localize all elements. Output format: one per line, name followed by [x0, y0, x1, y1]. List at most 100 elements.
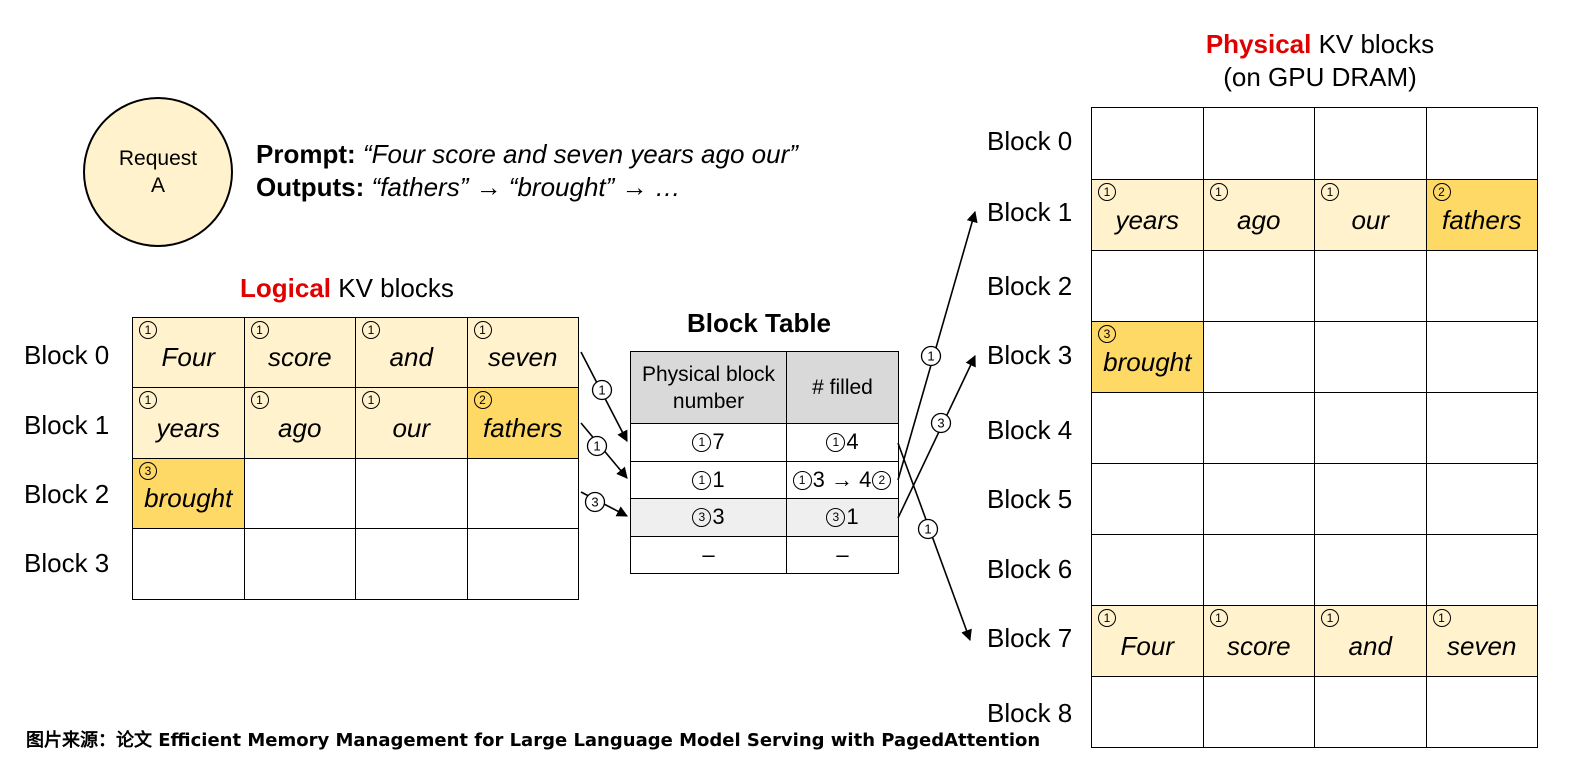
prompt-line: Prompt: “Four score and seven years ago … — [256, 139, 798, 170]
arrow-badge-label: 1 — [593, 439, 600, 454]
request-index-badge: 1 — [139, 391, 157, 409]
arrow-badge-label: 1 — [927, 349, 934, 364]
logical-kv-slot: 1 seven — [466, 317, 579, 388]
physical-kv-slot — [1091, 463, 1204, 535]
table-to-physical-arrow — [897, 442, 972, 642]
request-index-badge: 3 — [692, 508, 712, 528]
physical-row-label: Block 5 — [987, 484, 1073, 514]
physical-row-label: Block 3 — [987, 340, 1073, 370]
request-label-line1: Request — [118, 147, 198, 170]
logical-row-label: Block 0 — [24, 340, 110, 370]
outputs-label: Outputs: — [256, 172, 365, 202]
physical-kv-slot — [1202, 321, 1315, 393]
token-word: seven — [1447, 631, 1517, 661]
request-index-badge: 1 — [792, 470, 812, 490]
logical-kv-slot — [132, 528, 245, 600]
physical-number-value: 7 — [712, 429, 725, 455]
request-index-badge: 3 — [826, 508, 846, 528]
block-table-row: –– — [630, 535, 899, 574]
physical-kv-slot — [1202, 107, 1315, 180]
physical-kv-slot — [1425, 250, 1538, 322]
arrow-badge-circle — [930, 412, 952, 434]
physical-row-label: Block 0 — [987, 126, 1073, 156]
filled-count-value: 3 → 4 — [812, 466, 872, 492]
filled-count-value: – — [836, 541, 849, 567]
request-index-badge: 1 — [362, 321, 380, 339]
token-word: years — [156, 413, 221, 443]
logical-row-label: Block 1 — [24, 410, 110, 440]
physical-kv-slot: 1 seven — [1425, 605, 1538, 677]
physical-block-row — [1091, 250, 1538, 322]
token-word: ago — [278, 413, 322, 443]
block-table-filled-count: – — [786, 535, 899, 574]
physical-row-label: Block 1 — [987, 197, 1073, 227]
token-word: Four — [1120, 631, 1174, 661]
physical-number-value: – — [702, 541, 715, 567]
request-index-badge: 1 — [692, 470, 712, 490]
logical-kv-slot — [243, 528, 356, 600]
logical-title: Logical KV blocks — [240, 273, 454, 304]
arrow-badge-circle — [917, 518, 939, 540]
token-word: our — [1351, 205, 1390, 235]
request-index-badge: 1 — [1209, 183, 1228, 201]
request-index-badge: 1 — [1098, 609, 1116, 627]
token-word: ago — [1237, 205, 1281, 235]
logical-kv-slot: 1 years — [132, 387, 245, 459]
token-word: years — [1115, 205, 1180, 235]
physical-block-row — [1091, 107, 1538, 180]
logical-kv-slot — [355, 528, 468, 600]
request-index-badge: 2 — [872, 470, 892, 490]
physical-kv-slot — [1425, 107, 1538, 180]
physical-kv-slot — [1202, 676, 1315, 748]
physical-block-row — [1091, 534, 1538, 606]
prompt-text: “Four score and seven years ago our” — [362, 139, 798, 169]
filled-count-value: 1 — [846, 504, 859, 530]
physical-kv-slot — [1425, 392, 1538, 464]
physical-kv-slot — [1202, 392, 1315, 464]
token-word: seven — [488, 342, 558, 372]
request-index-badge: 2 — [473, 391, 492, 409]
physical-title-rest: KV blocks — [1311, 29, 1435, 59]
physical-kv-slot — [1314, 463, 1427, 535]
token-word: and — [1348, 631, 1392, 661]
arrow-badge-circle — [584, 491, 606, 513]
physical-block-row — [1091, 463, 1538, 535]
physical-row-label: Block 8 — [987, 698, 1073, 728]
arrow-badge-label: 1 — [598, 383, 605, 398]
request-index-badge: 1 — [1432, 609, 1451, 627]
logical-kv-slot — [355, 458, 468, 529]
request-index-badge: 1 — [1209, 609, 1228, 627]
source-caption: 图片来源：论文 Efficient Memory Management for … — [26, 730, 1041, 751]
physical-row-label: Block 6 — [987, 554, 1073, 584]
physical-kv-slot — [1091, 250, 1204, 322]
request-index-badge: 1 — [1321, 609, 1339, 627]
physical-kv-slot — [1425, 676, 1538, 748]
physical-number-value: 3 — [712, 504, 725, 530]
request-index-badge: 1 — [473, 321, 492, 339]
block-table-header-filled: # filled — [786, 351, 899, 424]
request-index-badge: 1 — [1321, 183, 1339, 201]
arrow-badge-label: 1 — [924, 522, 931, 537]
token-word: fathers — [1442, 205, 1522, 235]
physical-kv-slot — [1202, 250, 1315, 322]
token-word: brought — [1103, 347, 1192, 377]
arrow-badge-label: 3 — [591, 495, 598, 510]
physical-subtitle: (on GPU DRAM) — [1223, 62, 1417, 92]
block-table-header-number: Physical block number — [630, 351, 787, 424]
